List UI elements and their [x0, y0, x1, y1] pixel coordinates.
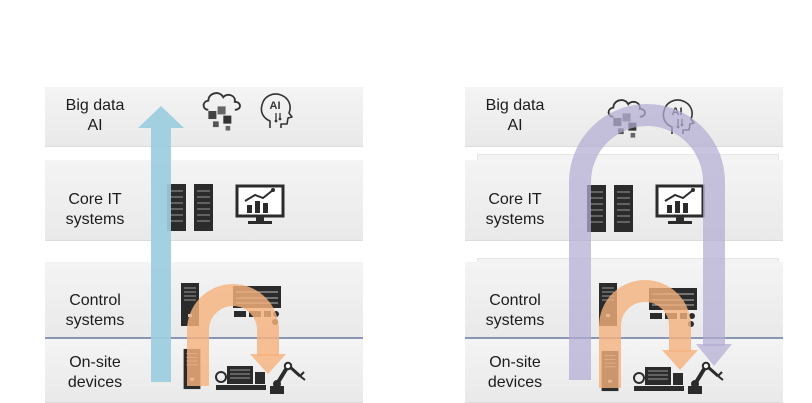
- layer-divider: [465, 337, 783, 339]
- layer-band-onsite: [465, 339, 783, 403]
- layer-band-bigdata: [45, 87, 363, 147]
- data-flow-arrows: [569, 104, 732, 388]
- control-loop-arrow: [599, 280, 691, 388]
- data-flow-arrows: [138, 106, 286, 386]
- control-loop-arrow: [187, 284, 279, 386]
- ai-feedback-loop-arrow: [569, 104, 725, 380]
- ai-head-icon: AI: [256, 90, 296, 130]
- ai-badge-text: AI: [270, 100, 281, 112]
- upward-data-arrow: [138, 106, 184, 382]
